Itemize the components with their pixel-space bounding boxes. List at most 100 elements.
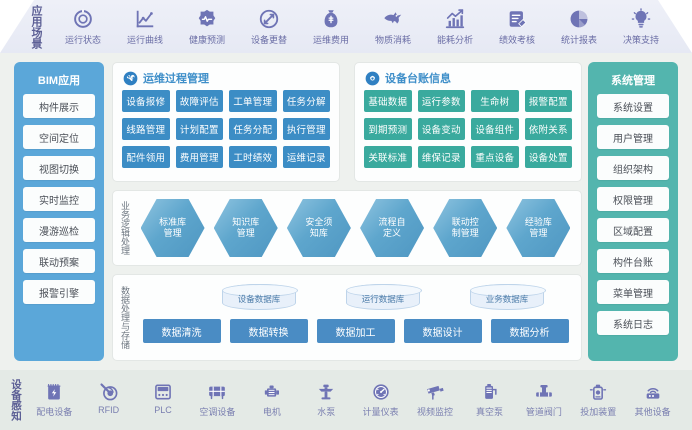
scenario-item-label: 物质消耗 xyxy=(374,34,411,45)
data-processing-card: 数据处理与存储 设备数据库运行数据库业务数据库 数据清洗数据转换数据加工数据设计… xyxy=(112,274,582,361)
system-item-4[interactable]: 权限管理 xyxy=(597,187,669,211)
data-tile-3[interactable]: 数据加工 xyxy=(316,319,395,343)
device-item-7[interactable]: 计量仪表 xyxy=(356,382,406,418)
process-tile-5[interactable]: 线路管理 xyxy=(122,118,170,140)
bim-item-1[interactable]: 构件展示 xyxy=(23,94,95,118)
scenario-item-label: 统计报表 xyxy=(560,34,597,45)
scenario-item-5[interactable]: 运维费用 xyxy=(300,8,362,46)
device-item-3[interactable]: PLC xyxy=(138,382,188,415)
scenario-item-10[interactable]: 决策支持 xyxy=(610,7,672,46)
ledger-tile-3[interactable]: 生命树 xyxy=(471,90,519,112)
logic-hexagon-6[interactable]: 经验库管理 xyxy=(506,199,571,257)
process-tile-12[interactable]: 运维记录 xyxy=(282,146,330,168)
ledger-tile-8[interactable]: 依附关系 xyxy=(524,118,572,140)
ledger-card-title: 设备台账信息 xyxy=(385,73,451,85)
ledger-tile-10[interactable]: 维保记录 xyxy=(417,146,465,168)
line-chart-icon xyxy=(134,8,156,30)
scenario-item-label: 设备更替 xyxy=(250,34,287,45)
logic-hexagon-1[interactable]: 标准库管理 xyxy=(140,199,205,257)
ledger-tile-grid: 基础数据运行参数生命树报警配置到期预测设备变动设备组件依附关系关联标准维保记录重… xyxy=(355,90,581,177)
replace-cycle-icon xyxy=(258,8,280,30)
ledger-tile-7[interactable]: 设备组件 xyxy=(471,118,519,140)
database-cylinder-2[interactable]: 运行数据库 xyxy=(346,284,422,310)
database-cylinder-1[interactable]: 设备数据库 xyxy=(222,284,298,310)
vacuum-pump-icon xyxy=(479,382,499,402)
data-tile-5[interactable]: 数据分析 xyxy=(490,319,569,343)
logic-hexagon-2[interactable]: 知识库管理 xyxy=(213,199,278,257)
meter-gauge-icon xyxy=(371,382,391,402)
system-item-2[interactable]: 用户管理 xyxy=(597,125,669,149)
ledger-tile-4[interactable]: 报警配置 xyxy=(524,90,572,112)
system-item-3[interactable]: 组织架构 xyxy=(597,156,669,180)
logic-hexagon-5[interactable]: 联动控制管理 xyxy=(433,199,498,257)
scenario-item-1[interactable]: 运行状态 xyxy=(52,8,114,46)
data-tile-4[interactable]: 数据设计 xyxy=(403,319,482,343)
process-tile-7[interactable]: 任务分配 xyxy=(229,118,277,140)
ledger-tile-6[interactable]: 设备变动 xyxy=(417,118,465,140)
system-item-7[interactable]: 菜单管理 xyxy=(597,280,669,304)
clipboard-edit-icon xyxy=(506,8,528,30)
bim-item-5[interactable]: 漫游巡检 xyxy=(23,218,95,242)
process-tile-4[interactable]: 任务分解 xyxy=(282,90,330,112)
bim-item-7[interactable]: 报警引擎 xyxy=(23,280,95,304)
scenario-item-9[interactable]: 统计报表 xyxy=(548,8,610,46)
hexagon-line2: 管理 xyxy=(236,228,255,238)
device-item-8[interactable]: 视频监控 xyxy=(410,382,460,418)
device-item-5[interactable]: 电机 xyxy=(247,382,297,418)
process-tile-10[interactable]: 费用管理 xyxy=(175,146,223,168)
hexagon-line1: 联动控 xyxy=(451,217,479,227)
system-item-5[interactable]: 区域配置 xyxy=(597,218,669,242)
bim-item-4[interactable]: 实时监控 xyxy=(23,187,95,211)
device-item-9[interactable]: 真空泵 xyxy=(464,382,514,418)
data-processing-tiles: 数据清洗数据转换数据加工数据设计数据分析 xyxy=(130,319,581,343)
data-tile-2[interactable]: 数据转换 xyxy=(229,319,308,343)
middle-region: BIM应用 构件展示空间定位视图切换实时监控漫游巡检联动预案报警引擎 系统管理 … xyxy=(0,53,692,370)
ledger-tile-12[interactable]: 设备处置 xyxy=(524,146,572,168)
bim-item-3[interactable]: 视图切换 xyxy=(23,156,95,180)
scenario-item-label: 决策支持 xyxy=(622,34,659,45)
water-pump-icon xyxy=(316,382,336,402)
process-tile-3[interactable]: 工单管理 xyxy=(229,90,277,112)
logic-hexagon-4[interactable]: 流程自定义 xyxy=(360,199,425,257)
scenario-item-8[interactable]: 绩效考核 xyxy=(486,8,548,46)
hexagon-line1: 经验库 xyxy=(524,217,552,227)
device-item-11[interactable]: 投加装置 xyxy=(573,382,623,418)
bim-item-2[interactable]: 空间定位 xyxy=(23,125,95,149)
device-item-6[interactable]: 水泵 xyxy=(301,382,351,418)
process-tile-1[interactable]: 设备报修 xyxy=(122,90,170,112)
process-tile-11[interactable]: 工时绩效 xyxy=(229,146,277,168)
process-tile-6[interactable]: 计划配置 xyxy=(175,118,223,140)
bim-application-panel: BIM应用 构件展示空间定位视图切换实时监控漫游巡检联动预案报警引擎 xyxy=(14,62,104,361)
device-item-12[interactable]: 其他设备 xyxy=(628,382,678,418)
data-tile-1[interactable]: 数据清洗 xyxy=(142,319,221,343)
database-cylinder-3[interactable]: 业务数据库 xyxy=(470,284,546,310)
ledger-tile-9[interactable]: 关联标准 xyxy=(364,146,412,168)
process-card-header: 运维过程管理 xyxy=(113,63,339,90)
ledger-tile-5[interactable]: 到期预测 xyxy=(364,118,412,140)
scenario-item-2[interactable]: 运行曲线 xyxy=(114,8,176,46)
device-item-2[interactable]: RFID xyxy=(84,382,134,415)
system-item-6[interactable]: 构件台账 xyxy=(597,249,669,273)
device-item-label: 真空泵 xyxy=(475,407,503,417)
ledger-tile-1[interactable]: 基础数据 xyxy=(364,90,412,112)
scenario-item-6[interactable]: 物质消耗 xyxy=(362,8,424,46)
hexagon-line1: 安全须 xyxy=(305,217,333,227)
system-item-1[interactable]: 系统设置 xyxy=(597,94,669,118)
logic-hexagon-3[interactable]: 安全须知库 xyxy=(286,199,351,257)
bim-item-6[interactable]: 联动预案 xyxy=(23,249,95,273)
process-tile-2[interactable]: 故障评估 xyxy=(175,90,223,112)
device-item-10[interactable]: 管道阀门 xyxy=(519,382,569,418)
scenario-item-4[interactable]: 设备更替 xyxy=(238,8,300,46)
process-tile-9[interactable]: 配件领用 xyxy=(122,146,170,168)
system-item-8[interactable]: 系统日志 xyxy=(597,311,669,335)
ledger-tile-11[interactable]: 重点设备 xyxy=(471,146,519,168)
process-tile-8[interactable]: 执行管理 xyxy=(282,118,330,140)
scenario-item-3[interactable]: 健康预测 xyxy=(176,8,238,46)
scenario-item-label: 绩效考核 xyxy=(498,34,535,45)
device-item-4[interactable]: 空调设备 xyxy=(192,382,242,418)
ledger-tile-2[interactable]: 运行参数 xyxy=(417,90,465,112)
motor-icon xyxy=(262,382,282,402)
scenario-item-7[interactable]: 能耗分析 xyxy=(424,8,486,46)
device-item-1[interactable]: 配电设备 xyxy=(29,382,79,418)
